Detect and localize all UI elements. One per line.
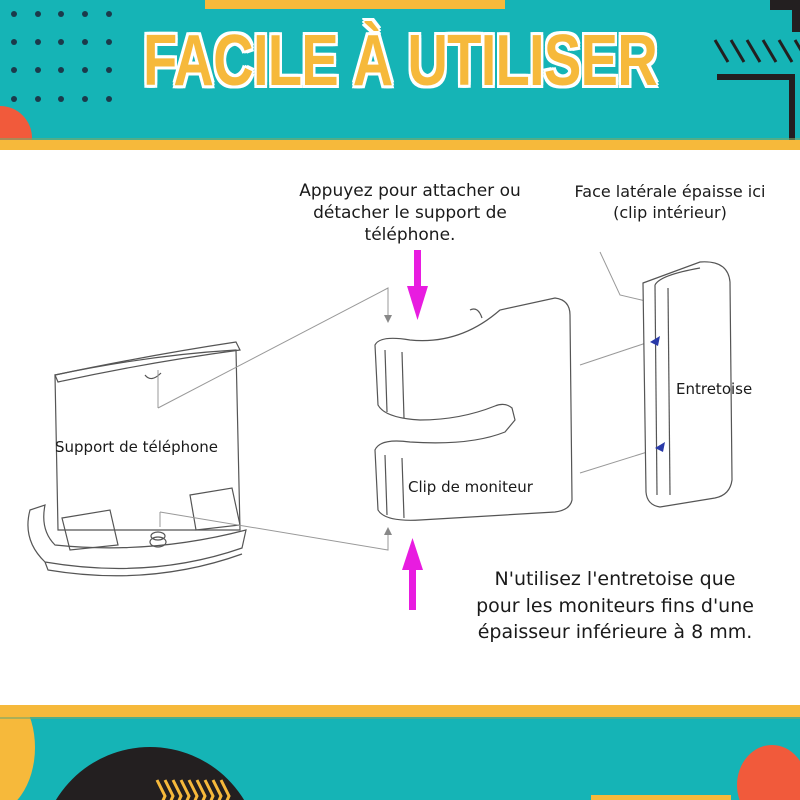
dot-decoration	[58, 96, 64, 102]
pointer-arrowhead	[650, 336, 660, 346]
dot-decoration	[82, 67, 88, 73]
yellow-bar-decoration	[591, 795, 731, 800]
spacer-note-line: pour les moniteurs fins d'une	[476, 594, 754, 617]
dot-decoration	[106, 39, 112, 45]
dot-decoration	[82, 39, 88, 45]
dot-decoration	[106, 11, 112, 17]
spacer-note-line: N'utilisez l'entretoise que	[494, 568, 736, 590]
dot-decoration	[11, 67, 17, 73]
dot-decoration	[35, 11, 41, 17]
press-arrow-down-icon	[407, 250, 428, 320]
dot-decoration	[82, 96, 88, 102]
dot-decoration	[35, 67, 41, 73]
header-divider	[0, 138, 800, 140]
spacer-usage-note: N'utilisez l'entretoise que pour les mon…	[430, 566, 800, 646]
footer-top-accent	[0, 705, 800, 717]
dot-decoration	[58, 39, 64, 45]
stripes-corner-decoration	[713, 0, 800, 140]
press-note-line: téléphone.	[364, 225, 456, 246]
monitor-clip-label: Clip de moniteur	[408, 478, 533, 496]
dot-decoration	[106, 96, 112, 102]
header-banner: FACILE À UTILISER	[0, 0, 800, 150]
dot-decoration	[58, 11, 64, 17]
footer-divider	[0, 717, 800, 719]
dot-decoration	[35, 96, 41, 102]
exploded-diagram	[27, 250, 733, 610]
header-bottom-accent	[0, 140, 800, 150]
side-face-note: Face latérale épaisse ici (clip intérieu…	[540, 182, 800, 224]
dot-decoration	[11, 11, 17, 17]
press-arrow-up-icon	[402, 538, 423, 610]
dot-decoration	[58, 67, 64, 73]
dot-decoration	[106, 67, 112, 73]
side-note-line: Face latérale épaisse ici	[574, 182, 766, 201]
side-note-line: (clip intérieur)	[613, 202, 727, 222]
phone-holder-label: Support de téléphone	[55, 438, 219, 456]
spacer-label: Entretoise	[676, 380, 753, 398]
dot-decoration	[82, 11, 88, 17]
spacer-drawing	[642, 261, 733, 508]
yellow-circle-decoration	[0, 705, 35, 800]
page-title: FACILE À UTILISER	[142, 21, 658, 101]
press-instruction-note: Appuyez pour attacher ou détacher le sup…	[280, 180, 540, 246]
dot-decoration	[35, 39, 41, 45]
phone-holder-drawing	[27, 341, 247, 577]
coral-circle-decoration	[737, 745, 800, 800]
chevrons-decoration	[155, 779, 231, 800]
press-note-line: Appuyez pour attacher ou	[299, 181, 521, 201]
dot-decoration	[11, 96, 17, 102]
monitor-clip-drawing	[374, 297, 573, 521]
press-note-line: détacher le support de	[313, 203, 507, 224]
dot-decoration	[11, 39, 17, 45]
footer-banner	[0, 705, 800, 800]
pointer-arrowhead	[655, 442, 665, 452]
spacer-note-line: épaisseur inférieure à 8 mm.	[477, 621, 753, 644]
header-top-accent	[205, 0, 505, 9]
